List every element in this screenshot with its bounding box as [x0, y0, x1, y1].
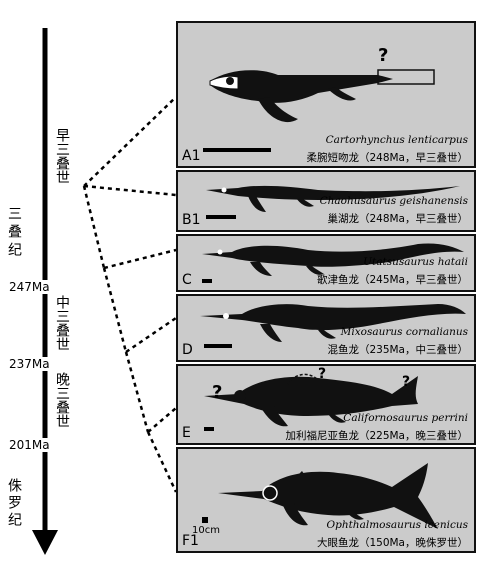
- label-late-triassic: 晚三叠世: [54, 372, 70, 428]
- scientific-name: Cartorhynchus lenticarpus: [325, 134, 468, 146]
- scientific-name: Utatsusaurus hataii: [363, 256, 468, 268]
- panel-label: A1: [182, 148, 201, 164]
- question-mark-tail: ?: [402, 374, 411, 390]
- fossil-utatsusaurus: [202, 243, 464, 276]
- label-jurassic: 侏罗纪: [6, 478, 22, 529]
- fossil-ophthalmosaurus: [218, 463, 438, 529]
- connector-e-a: [124, 351, 150, 433]
- panel-label: C: [182, 272, 192, 288]
- scale-bar: [204, 427, 214, 431]
- scientific-name: Mixosaurus cornalianus: [340, 326, 468, 338]
- connector-b1: [83, 184, 177, 197]
- scale-bar: [203, 148, 271, 152]
- label-247ma: 247Ma: [8, 280, 51, 294]
- scale-bar: [202, 279, 212, 283]
- scientific-name: Ophthalmosaurus icenicus: [326, 519, 469, 531]
- panel-label: E: [182, 425, 191, 441]
- panel-d: Mixosaurus cornalianus 混鱼龙（235Ma，中三叠世） D: [176, 294, 476, 362]
- connector-f-a: [146, 431, 178, 493]
- chinese-name: 巢湖龙（248Ma，早三叠世）: [327, 213, 468, 225]
- panel-label: D: [182, 342, 193, 358]
- chinese-name: 歌津鱼龙（245Ma，早三叠世）: [316, 274, 468, 286]
- chinese-name: 柔腕短吻龙（248Ma，早三叠世）: [306, 152, 468, 164]
- fossil-cartorhynchus: [209, 69, 435, 123]
- scientific-name: Californosaurus perrini: [343, 412, 468, 424]
- panel-e: ? ? ? Californosaurus perrini 加利福尼亚鱼龙（22…: [176, 364, 476, 445]
- scale-bar: [204, 344, 232, 348]
- panel-b1: Chaohusaurus geishanensis 巢湖龙（248Ma，早三叠世…: [176, 170, 476, 232]
- time-axis-arrowhead: [32, 530, 58, 555]
- fossil-chaohusaurus: [206, 185, 460, 212]
- panel-c: Utatsusaurus hataii 歌津鱼龙（245Ma，早三叠世） C: [176, 234, 476, 292]
- label-middle-triassic: 中三叠世: [54, 295, 70, 351]
- fossil-californosaurus: [204, 373, 418, 427]
- connector-d-a: [102, 267, 128, 353]
- connector-c-a: [82, 185, 106, 269]
- fossil-mixosaurus: [200, 304, 466, 342]
- panel-label: B1: [182, 212, 201, 228]
- scientific-name: Chaohusaurus geishanensis: [319, 195, 468, 207]
- scale-bar: [202, 517, 208, 523]
- connector-e-b: [147, 407, 177, 433]
- connector-lines: [82, 96, 178, 493]
- panel-label: F1: [182, 533, 199, 549]
- question-mark-dorsal: ?: [318, 366, 327, 382]
- label-early-triassic: 早三叠世: [54, 128, 70, 184]
- chinese-name: 混鱼龙（235Ma，中三叠世）: [327, 344, 468, 356]
- scale-bar: [206, 215, 236, 219]
- scale-text: 10cm: [192, 525, 220, 536]
- connector-d-b: [125, 316, 177, 354]
- connector-a1: [83, 96, 177, 187]
- chinese-name: 加利福尼亚鱼龙（225Ma，晚三叠世）: [285, 430, 468, 442]
- question-mark-head: ?: [212, 382, 223, 403]
- chinese-name: 大眼鱼龙（150Ma，晚侏罗世）: [316, 537, 468, 549]
- label-201ma: 201Ma: [8, 438, 51, 452]
- connector-c-b: [103, 248, 177, 270]
- label-triassic: 三叠纪: [6, 206, 22, 260]
- panel-f1: 10cm Ophthalmosaurus icenicus 大眼鱼龙（150Ma…: [176, 447, 476, 553]
- question-mark: ?: [378, 45, 389, 66]
- panel-a1: ? Cartorhynchus lenticarpus 柔腕短吻龙（248Ma，…: [176, 21, 476, 168]
- label-237ma: 237Ma: [8, 357, 51, 371]
